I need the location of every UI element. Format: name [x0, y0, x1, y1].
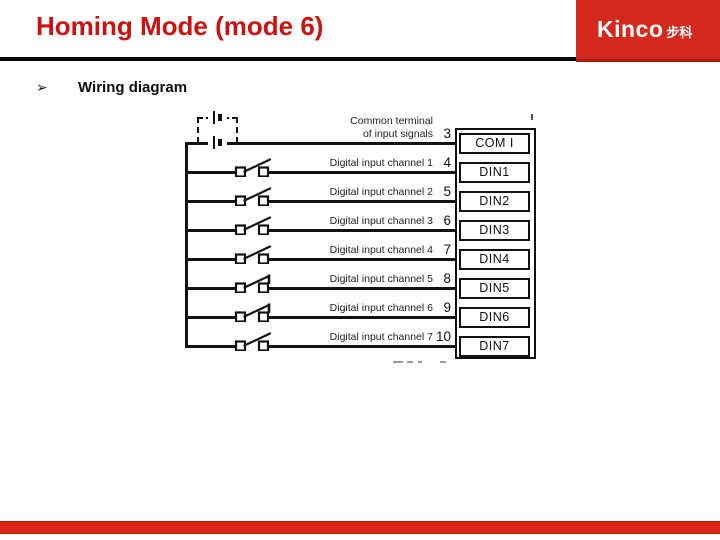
battery-icon [218, 114, 222, 121]
bullet-label: Wiring diagram [78, 79, 188, 96]
wire-line [186, 316, 456, 319]
wire-line [186, 229, 456, 232]
wire-line [186, 200, 456, 203]
bullet-arrow-icon: ➢ [36, 79, 48, 95]
crop-artifact [407, 361, 413, 363]
wire-label-line1: Common terminal [350, 115, 433, 127]
page-title: Homing Mode (mode 6) [36, 11, 324, 41]
pin-number: 3 [443, 126, 451, 141]
wire-label: Digital input channel 4 [329, 244, 433, 256]
wire-label: Digital input channel 6 [329, 302, 433, 314]
battery-mask [208, 136, 227, 149]
wire-label: Digital input channel 2 [329, 186, 433, 198]
pin-number: 5 [443, 184, 451, 199]
crop-artifact [393, 361, 403, 363]
wire-label: Digital input channel 1 [329, 157, 433, 169]
title-divider [0, 57, 576, 61]
kinco-logo: Kinco 步科 [576, 0, 720, 62]
wire-label: Common terminal of input signals [240, 115, 433, 141]
switch-icon [234, 273, 271, 293]
wire-label-line2: of input signals [362, 128, 433, 140]
crop-artifact [418, 361, 422, 363]
battery-icon [218, 139, 222, 146]
pin-number: 4 [443, 155, 451, 170]
wire-label: Digital input channel 3 [329, 215, 433, 227]
switch-icon [234, 302, 271, 322]
common-bus-line [185, 142, 188, 348]
pin-number: 6 [443, 213, 451, 228]
wire-line [186, 345, 456, 348]
wire-label: Digital input channel 5 [329, 273, 433, 285]
switch-icon [234, 157, 272, 177]
battery-icon [213, 111, 215, 124]
pin-number: 7 [443, 242, 451, 257]
wire-line [186, 287, 456, 290]
wire-line [186, 258, 456, 261]
connector-body [455, 128, 536, 359]
crop-artifact [440, 361, 446, 363]
switch-icon [234, 331, 272, 351]
pin-number: 8 [443, 271, 451, 286]
wire-line [186, 171, 456, 174]
logo-cjk-text: 步科 [666, 24, 693, 40]
pin-number: 9 [443, 300, 451, 315]
wire-label: Digital input channel 7 [329, 331, 433, 343]
switch-icon [234, 215, 272, 235]
crop-artifact [531, 114, 533, 120]
battery-mask [208, 111, 227, 124]
footer-bar [0, 521, 720, 534]
battery-icon [213, 136, 215, 149]
switch-icon [234, 186, 272, 206]
logo-brand-text: Kinco [597, 16, 664, 42]
switch-icon [234, 244, 272, 264]
pin-number: 10 [435, 329, 451, 344]
